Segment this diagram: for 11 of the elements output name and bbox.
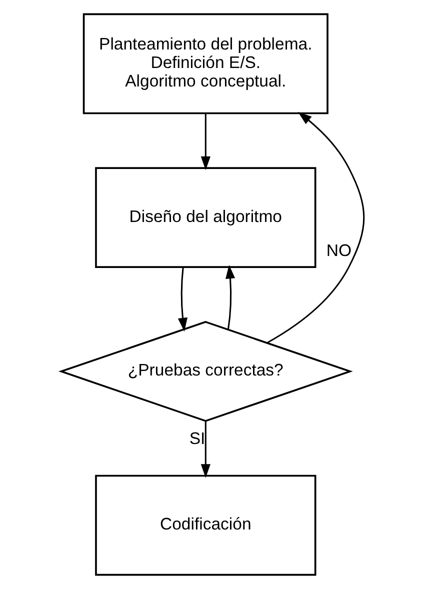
arrow <box>200 113 210 170</box>
node-box: Codificación <box>94 474 316 576</box>
edge-label: SI <box>188 429 205 448</box>
edge-label: NO <box>326 240 352 260</box>
node-diamond: ¿Pruebas correctas? <box>58 320 352 422</box>
arrow <box>266 112 364 344</box>
arrow <box>200 421 210 478</box>
arrow <box>225 264 235 330</box>
node-box: Planteamiento del problema. Definición E/S. Algoritmo conceptual. <box>82 13 328 114</box>
arrow <box>177 267 187 332</box>
node-box: Diseño del algoritmo <box>94 167 316 268</box>
